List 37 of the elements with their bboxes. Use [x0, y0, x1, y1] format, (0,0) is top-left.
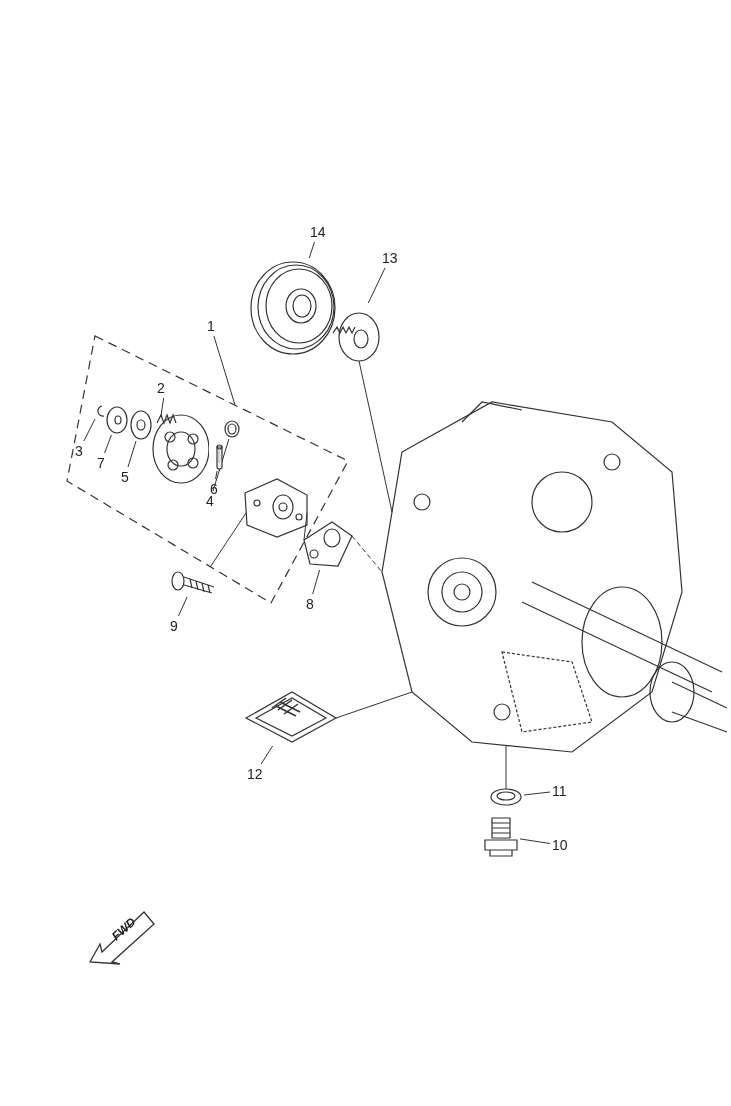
assembly-line	[505, 744, 507, 790]
leader-line	[260, 745, 274, 765]
drain-bolt-drawing	[482, 814, 520, 858]
leader-line	[160, 397, 165, 417]
callout-number: 10	[552, 837, 568, 853]
callout-number: 1	[207, 318, 215, 334]
leader-line	[178, 596, 188, 617]
pin-drawing	[215, 443, 224, 471]
assembly-line	[351, 535, 383, 573]
leader-line	[212, 438, 230, 492]
assembly-line	[358, 360, 393, 513]
washer-drawing	[105, 405, 129, 435]
o-ring-drawing	[223, 419, 241, 439]
leader-line	[83, 418, 96, 442]
washer-drawing	[488, 786, 524, 808]
leader-line	[215, 470, 218, 480]
callout-number: 11	[552, 783, 567, 799]
leader-line	[213, 335, 236, 406]
leader-line	[127, 440, 137, 468]
callout-number: 2	[157, 380, 165, 396]
callout-number: 12	[247, 766, 263, 782]
callout-number: 3	[75, 443, 83, 459]
callout-number: 5	[121, 469, 129, 485]
callout-number: 9	[170, 618, 178, 634]
leader-line	[312, 569, 321, 595]
leader-line	[519, 838, 551, 844]
callout-number: 8	[306, 596, 314, 612]
assembly-line	[209, 512, 247, 568]
leader-line	[367, 267, 386, 304]
assembly-line	[335, 691, 413, 719]
washer-drawing	[129, 409, 153, 441]
leader-line	[523, 791, 551, 796]
callout-number: 7	[97, 455, 105, 471]
callout-number: 13	[382, 250, 398, 266]
callout-number: 14	[310, 224, 326, 240]
leader-line	[308, 241, 315, 259]
leader-line	[104, 434, 112, 454]
